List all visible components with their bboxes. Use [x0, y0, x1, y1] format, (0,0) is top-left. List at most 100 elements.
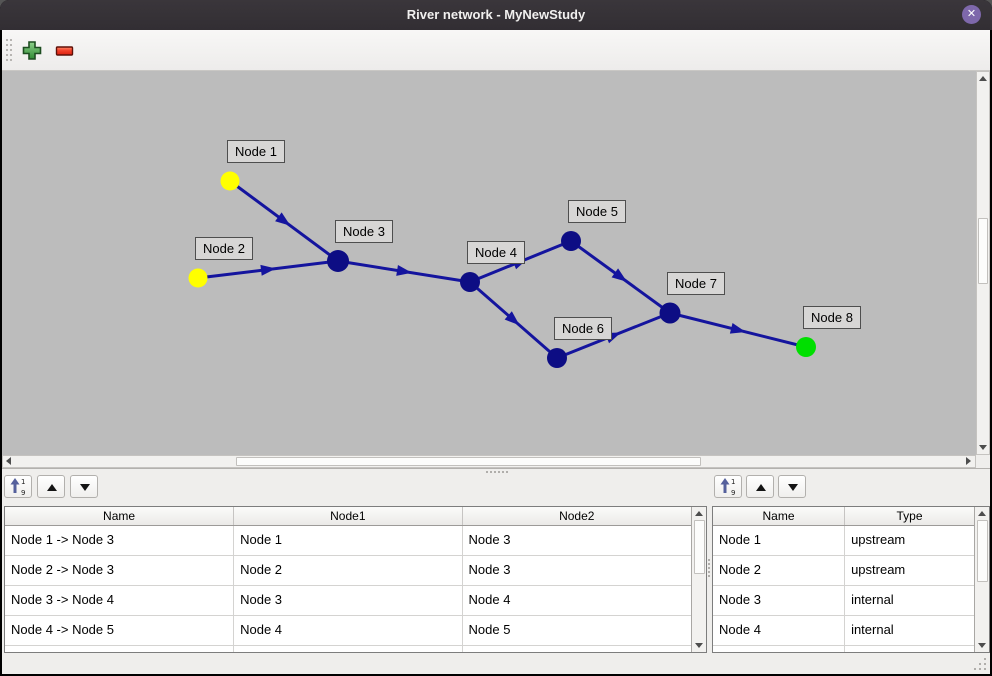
- table-cell: Node 3: [713, 586, 846, 615]
- up-arrow-icon: [47, 484, 57, 491]
- scroll-down-button[interactable]: [977, 441, 989, 454]
- sort-ascending-icon: 1 9: [715, 478, 741, 501]
- branches-table-scrollbar[interactable]: [691, 507, 706, 652]
- vertical-scroll-thumb[interactable]: [978, 218, 988, 284]
- scroll-left-button[interactable]: [3, 456, 16, 467]
- titlebar[interactable]: River network - MyNewStudy ✕: [0, 0, 992, 30]
- flow-direction-arrow-icon: [729, 322, 746, 334]
- graph-node[interactable]: [547, 348, 567, 368]
- table-cell: Node 4: [234, 616, 463, 645]
- window-resize-grip[interactable]: [972, 656, 986, 670]
- table-cell: Node 4: [713, 616, 846, 645]
- column-header[interactable]: Name: [5, 507, 235, 525]
- node-label: Node 3: [335, 220, 393, 243]
- graph-node[interactable]: [796, 337, 816, 357]
- column-header[interactable]: Name: [713, 507, 846, 525]
- nodes-sort-button[interactable]: 1 9: [714, 475, 742, 498]
- table-row[interactable]: Node 1 upstream: [713, 526, 974, 556]
- graph-node[interactable]: [327, 250, 349, 272]
- node-label: Node 8: [803, 306, 861, 329]
- column-header[interactable]: Type: [896, 509, 923, 523]
- branches-move-up-button[interactable]: [37, 475, 65, 498]
- table-row[interactable]: Node 3 internal: [713, 586, 974, 616]
- graph-node[interactable]: [220, 171, 240, 191]
- table-row[interactable]: Node 4 internal: [713, 616, 974, 646]
- table-cell: Node 1: [713, 526, 846, 555]
- node-label: Node 7: [667, 272, 725, 295]
- nodes-move-down-button[interactable]: [778, 475, 806, 498]
- node-label: Node 6: [554, 317, 612, 340]
- vertical-scroll-thumb[interactable]: [977, 520, 988, 582]
- horizontal-splitter-handle[interactable]: [486, 470, 508, 474]
- scroll-up-button[interactable]: [976, 507, 988, 520]
- nodes-table-scrollbar[interactable]: [974, 507, 989, 652]
- table-cell: upstream: [851, 562, 906, 577]
- table-cell: Node 2: [713, 556, 846, 585]
- node-label: Node 2: [195, 237, 253, 260]
- graph-node[interactable]: [659, 302, 681, 324]
- table-cell: Node 2: [234, 556, 463, 585]
- table-cell: Node 3: [468, 562, 511, 577]
- table-cell: Node 4: [468, 592, 511, 607]
- flow-direction-arrow-icon: [504, 311, 520, 326]
- column-header[interactable]: Node2: [559, 509, 595, 523]
- table-cell: internal: [851, 622, 894, 637]
- vertical-scroll-thumb[interactable]: [694, 520, 705, 574]
- column-header[interactable]: Node1: [234, 507, 463, 525]
- graph-node[interactable]: [188, 268, 208, 288]
- flow-direction-arrow-icon: [611, 268, 627, 282]
- minus-icon: [54, 46, 76, 66]
- flow-direction-arrow-icon: [396, 264, 412, 276]
- branches-move-down-button[interactable]: [70, 475, 98, 498]
- table-cell: Node 3: [468, 532, 511, 547]
- scroll-down-button[interactable]: [693, 639, 705, 652]
- table-row[interactable]: Node 2 upstream: [713, 556, 974, 586]
- sort-ascending-icon: 1 9: [5, 478, 31, 501]
- graph-node[interactable]: [460, 272, 480, 292]
- close-button[interactable]: ✕: [962, 5, 981, 24]
- table-cell: internal: [851, 592, 894, 607]
- node-label: Node 1: [227, 140, 285, 163]
- graph-node[interactable]: [561, 231, 581, 251]
- table-empty-area: [5, 646, 691, 652]
- down-arrow-icon: [80, 484, 90, 491]
- scroll-down-button[interactable]: [976, 639, 988, 652]
- up-arrow-icon: [756, 484, 766, 491]
- table-cell: upstream: [851, 532, 906, 547]
- node-label: Node 4: [467, 241, 525, 264]
- table-cell: Node 1 -> Node 3: [5, 526, 235, 555]
- table-cell: Node 3: [234, 586, 463, 615]
- table-empty-area: [713, 646, 974, 652]
- canvas-horizontal-scrollbar[interactable]: [2, 455, 976, 468]
- scrollbar-corner: [976, 455, 990, 468]
- flow-direction-arrow-icon: [275, 212, 291, 226]
- canvas-vertical-scrollbar[interactable]: [976, 71, 990, 455]
- scroll-right-button[interactable]: [962, 456, 975, 467]
- vertical-splitter-handle[interactable]: [708, 557, 712, 579]
- svg-text:1: 1: [21, 478, 25, 486]
- horizontal-scroll-thumb[interactable]: [236, 457, 701, 466]
- graph-toolbar: [2, 30, 990, 71]
- window-title: River network - MyNewStudy: [406, 7, 586, 22]
- branches-sort-button[interactable]: 1 9: [4, 475, 32, 498]
- table-cell: Node 2 -> Node 3: [5, 556, 235, 585]
- add-node-button[interactable]: [21, 40, 43, 62]
- nodes-move-up-button[interactable]: [746, 475, 774, 498]
- toolbar-drag-handle[interactable]: [6, 39, 13, 62]
- table-cell: Node 4 -> Node 5: [5, 616, 235, 645]
- scroll-up-button[interactable]: [693, 507, 705, 520]
- remove-node-button[interactable]: [54, 40, 76, 62]
- flow-direction-arrow-icon: [260, 264, 276, 276]
- scroll-up-button[interactable]: [977, 72, 989, 85]
- table-cell: Node 5: [468, 622, 511, 637]
